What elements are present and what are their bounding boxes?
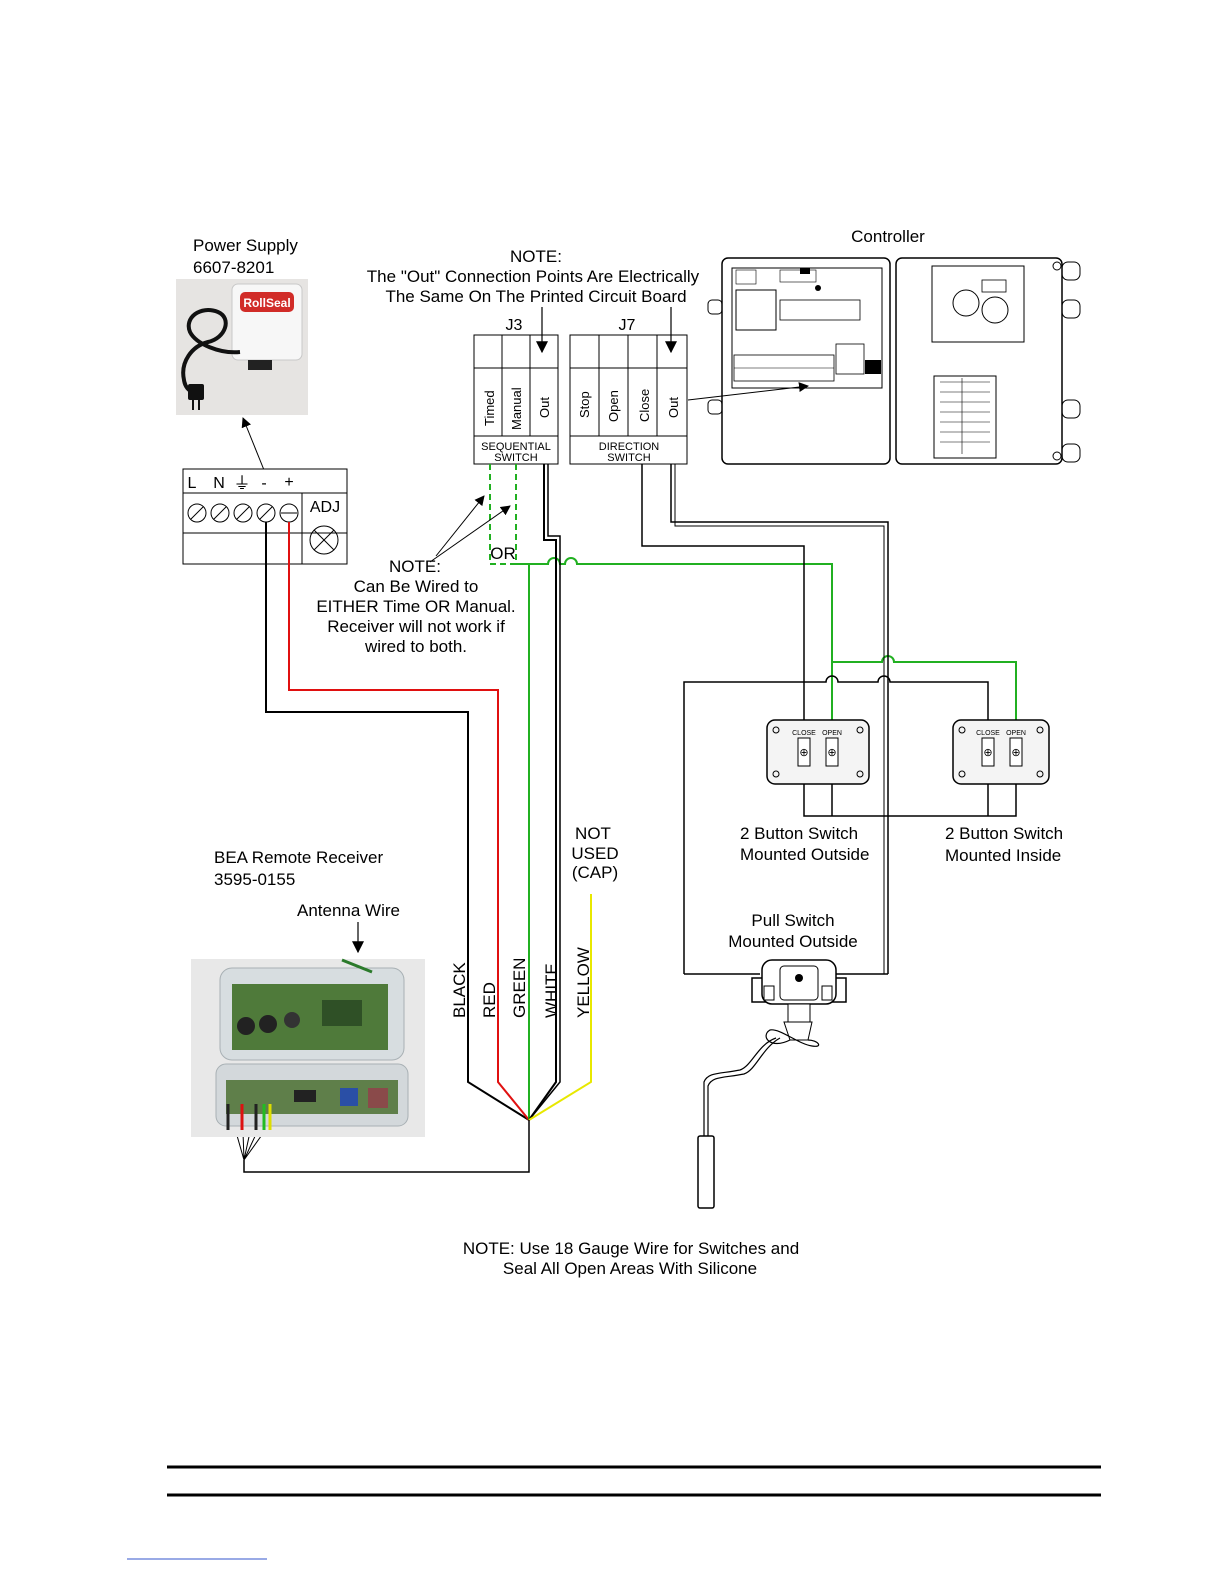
j3-caption-line2: SWITCH: [494, 452, 537, 464]
receiver-title: BEA Remote Receiver: [214, 848, 383, 867]
green-wire-to-open: [516, 557, 1017, 770]
controller-enclosure: [707, 257, 1081, 465]
power-supply-part-number: 6607-8201: [193, 258, 274, 277]
wire-label-white: WHITE: [542, 963, 561, 1018]
inside-open-label: OPEN: [1006, 730, 1026, 737]
bottom-note-line2: Seal All Open Areas With Silicone: [503, 1259, 757, 1278]
j7-label: J7: [619, 317, 636, 334]
note-wiring-line4: wired to both.: [364, 637, 467, 656]
receiver-antenna-label: Antenna Wire: [297, 901, 400, 920]
outside-open-label: OPEN: [822, 730, 842, 737]
or-label: OR: [490, 544, 516, 563]
j3-pin-manual: Manual: [509, 387, 524, 430]
green-dashed-options: [489, 464, 517, 565]
svg-text:⊕: ⊕: [799, 747, 808, 759]
j7-connector: [569, 334, 688, 465]
j3-caption-line1: SEQUENTIAL: [481, 441, 551, 453]
not-used-line1: NOT: [575, 824, 611, 843]
svg-text:⊕: ⊕: [827, 747, 836, 759]
outside-close-label: CLOSE: [792, 730, 816, 737]
white-wire-inner: [528, 464, 561, 1121]
j3-connector: [473, 334, 559, 465]
receiver-bundle: [243, 1120, 530, 1173]
pull-switch-loop: [683, 675, 989, 974]
bottom-note-line1: NOTE: Use 18 Gauge Wire for Switches and: [463, 1239, 799, 1258]
out-wire-outer: [670, 464, 889, 974]
controller-pointer-arrow: [687, 382, 809, 401]
j7-pin-stop: Stop: [577, 391, 592, 418]
switch-outside-line1: 2 Button Switch: [740, 824, 858, 843]
controller-title: Controller: [851, 227, 925, 246]
wire-label-green: GREEN: [510, 958, 529, 1018]
note-wiring-arrow-2: [429, 505, 511, 563]
note-wiring-line1: Can Be Wired to: [354, 577, 479, 596]
j7-caption-line1: DIRECTION: [599, 441, 660, 453]
terminal-label-ground: ⏚: [234, 474, 251, 493]
note-out-heading: NOTE:: [510, 247, 562, 266]
two-button-switch-inside: ⊕ ⊕: [952, 719, 1050, 785]
receiver-photo: [191, 958, 425, 1137]
note-wiring-line3: Receiver will not work if: [327, 617, 505, 636]
adj-label: ADJ: [310, 499, 340, 516]
not-used-line3: (CAP): [572, 863, 618, 882]
wire-label-black: BLACK: [450, 962, 469, 1018]
black-wire: [265, 522, 530, 1121]
svg-text:⊕: ⊕: [1011, 747, 1020, 759]
j3-label: J3: [506, 317, 523, 334]
yellow-wire: [528, 894, 592, 1121]
j3-pin-out: Out: [537, 397, 552, 418]
j7-pin-close: Close: [637, 389, 652, 422]
svg-text:RollSeal: RollSeal: [243, 296, 290, 310]
power-supply-title: Power Supply: [193, 236, 298, 255]
note-out-line1: The "Out" Connection Points Are Electric…: [367, 267, 700, 286]
switch-outside-line2: Mounted Outside: [740, 845, 869, 864]
white-wire-outer: [528, 464, 557, 1121]
switch-inside-line1: 2 Button Switch: [945, 824, 1063, 843]
switch-inside-line2: Mounted Inside: [945, 846, 1061, 865]
close-wire: [641, 464, 805, 770]
not-used-line2: USED: [571, 844, 618, 863]
receiver-part-number: 3595-0155: [214, 870, 295, 889]
two-button-switch-outside: ⊕ ⊕: [766, 719, 870, 785]
svg-text:⊕: ⊕: [983, 747, 992, 759]
note-wiring-arrow-1: [435, 495, 485, 557]
wire-label-red: RED: [480, 982, 499, 1018]
note-wiring-heading: NOTE:: [389, 557, 441, 576]
power-supply-photo: RollSeal: [176, 279, 308, 415]
terminal-label-plus: +: [284, 474, 293, 491]
terminal-label-n: N: [213, 475, 225, 492]
j7-pin-out: Out: [666, 397, 681, 418]
pull-switch-line1: Pull Switch: [751, 911, 834, 930]
note-wiring-line2: EITHER Time OR Manual.: [316, 597, 515, 616]
pull-switch-graphic: [697, 959, 847, 1209]
j7-caption-line2: SWITCH: [607, 452, 650, 464]
terminal-label-minus: -: [261, 475, 266, 492]
pull-switch-line2: Mounted Outside: [728, 932, 857, 951]
out-wire-inner: [674, 464, 885, 974]
power-supply-pointer-arrow: [241, 417, 265, 471]
inside-close-label: CLOSE: [976, 730, 1000, 737]
red-wire: [288, 522, 530, 1121]
terminal-label-l: L: [188, 475, 197, 492]
note-out-line2: The Same On The Printed Circuit Board: [385, 287, 686, 306]
j3-pin-timed: Timed: [482, 390, 497, 426]
wire-label-yellow: YELLOW: [574, 947, 593, 1018]
j7-pin-open: Open: [606, 390, 621, 422]
